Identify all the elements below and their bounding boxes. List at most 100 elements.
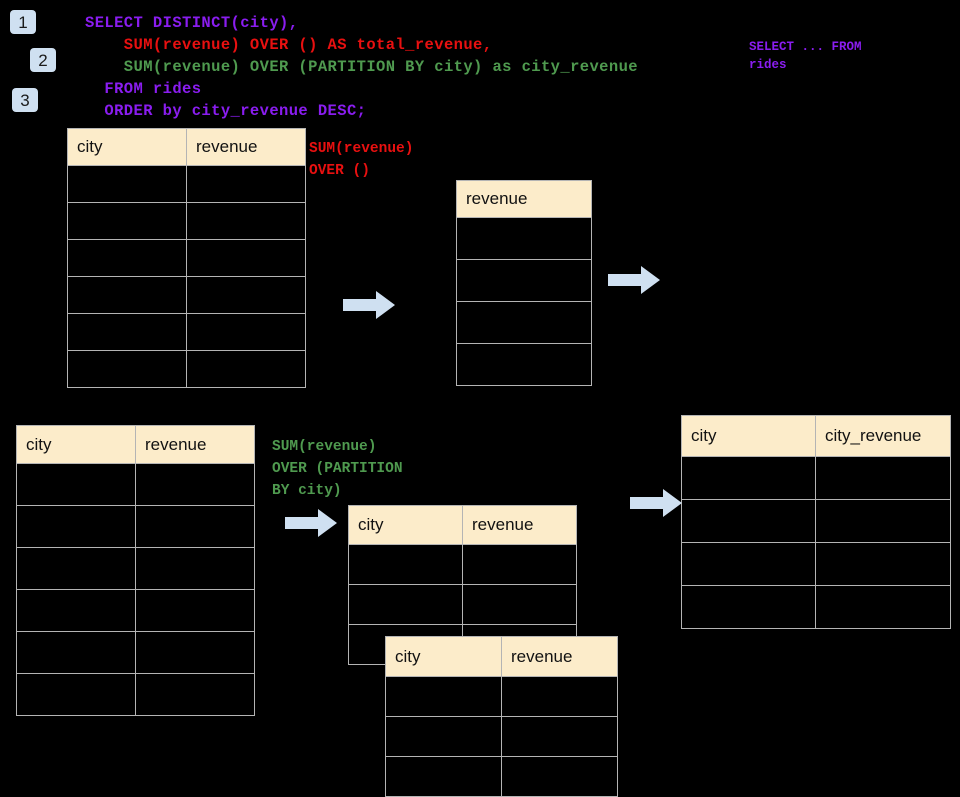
cell-revenue xyxy=(135,505,255,548)
cell-city xyxy=(16,547,136,590)
cell-city xyxy=(67,165,187,203)
cell-revenue xyxy=(186,313,306,351)
arrow-source-to-partition-icon xyxy=(285,509,337,537)
table-final-result: city city_revenue xyxy=(681,415,951,629)
cell-city xyxy=(385,716,502,757)
column-header-city: city xyxy=(385,636,502,677)
table-rides-source-top: city revenue xyxy=(67,128,306,388)
cell-revenue xyxy=(456,259,592,302)
table-header-row: city revenue xyxy=(348,505,577,545)
table-row xyxy=(67,313,306,351)
column-header-city: city xyxy=(681,415,816,457)
table-row xyxy=(456,343,592,386)
table-row xyxy=(385,756,618,797)
table-row xyxy=(348,544,577,585)
table-row xyxy=(67,276,306,314)
cell-city xyxy=(67,313,187,351)
table-header-row: city revenue xyxy=(16,425,255,464)
table-header-row: city revenue xyxy=(67,128,306,166)
cell-revenue xyxy=(186,276,306,314)
table-row xyxy=(456,301,592,344)
sql-line-order-by: ORDER by city_revenue DESC; xyxy=(85,102,367,120)
table-rides-source-bottom: city revenue xyxy=(16,425,255,716)
cell-city xyxy=(348,584,463,625)
table-row xyxy=(67,350,306,388)
table-row xyxy=(16,673,255,716)
cell-city xyxy=(16,505,136,548)
cell-city-revenue xyxy=(815,585,951,629)
table-row xyxy=(385,676,618,717)
table-total-revenue: revenue xyxy=(456,180,592,386)
cell-city-revenue xyxy=(815,542,951,586)
cell-city xyxy=(67,239,187,277)
cell-revenue xyxy=(501,716,618,757)
step-badge-3: 3 xyxy=(12,88,38,112)
cell-revenue xyxy=(135,589,255,632)
column-header-revenue: revenue xyxy=(135,425,255,464)
cell-revenue xyxy=(186,350,306,388)
table-row xyxy=(456,217,592,260)
cell-city xyxy=(681,499,816,543)
cell-revenue xyxy=(462,544,577,585)
table-row xyxy=(385,716,618,757)
cell-revenue xyxy=(135,631,255,674)
cell-revenue xyxy=(456,343,592,386)
cell-city xyxy=(16,589,136,632)
table-row xyxy=(16,547,255,590)
cell-city xyxy=(681,542,816,586)
cell-city xyxy=(67,202,187,240)
cell-revenue xyxy=(186,239,306,277)
arrow-source-to-total-icon xyxy=(343,291,395,319)
step-badge-1: 1 xyxy=(10,10,36,34)
cell-city xyxy=(348,544,463,585)
column-header-revenue: revenue xyxy=(462,505,577,545)
table-header-row: city revenue xyxy=(385,636,618,677)
table-row xyxy=(348,584,577,625)
sql-line-select: SELECT DISTINCT(city), xyxy=(85,14,299,32)
step-badge-2: 2 xyxy=(30,48,56,72)
cell-city xyxy=(16,463,136,506)
column-header-city: city xyxy=(348,505,463,545)
column-header-city-revenue: city_revenue xyxy=(815,415,951,457)
table-header-row: revenue xyxy=(456,180,592,218)
column-header-revenue: revenue xyxy=(186,128,306,166)
table-row xyxy=(67,239,306,277)
table-row xyxy=(67,202,306,240)
table-row xyxy=(681,542,951,586)
cell-revenue xyxy=(135,463,255,506)
cell-city xyxy=(67,276,187,314)
sql-line-city-revenue: SUM(revenue) OVER (PARTITION BY city) as… xyxy=(85,58,638,76)
table-row xyxy=(681,499,951,543)
arrow-partition-to-result-icon xyxy=(630,489,682,517)
sql-line-from: FROM rides xyxy=(85,80,202,98)
cell-city xyxy=(16,631,136,674)
callout-sum-over-partition: SUM(revenue) OVER (PARTITION BY city) xyxy=(272,439,403,499)
cell-revenue xyxy=(186,165,306,203)
cell-city xyxy=(16,673,136,716)
cell-city xyxy=(385,676,502,717)
table-row xyxy=(16,463,255,506)
arrow-total-to-right-icon xyxy=(608,266,660,294)
cell-revenue xyxy=(462,584,577,625)
table-row xyxy=(16,631,255,674)
cell-city xyxy=(681,456,816,500)
cell-city xyxy=(385,756,502,797)
table-row xyxy=(16,589,255,632)
table-row xyxy=(681,456,951,500)
callout-sum-over-empty: SUM(revenue) OVER () xyxy=(309,141,414,179)
sql-line-total-revenue: SUM(revenue) OVER () AS total_revenue, xyxy=(85,36,493,54)
table-partition-group-front: city revenue xyxy=(385,636,618,797)
table-row xyxy=(67,165,306,203)
table-row xyxy=(456,259,592,302)
cell-revenue xyxy=(186,202,306,240)
select-from-rides-note: SELECT ... FROM rides xyxy=(749,40,862,72)
column-header-city: city xyxy=(16,425,136,464)
cell-revenue xyxy=(456,217,592,260)
table-row xyxy=(16,505,255,548)
cell-city-revenue xyxy=(815,499,951,543)
cell-revenue xyxy=(456,301,592,344)
cell-revenue xyxy=(501,756,618,797)
cell-revenue xyxy=(135,547,255,590)
cell-city xyxy=(681,585,816,629)
diagram-canvas: 1 2 3 SELECT DISTINCT(city), SUM(revenue… xyxy=(10,10,951,797)
